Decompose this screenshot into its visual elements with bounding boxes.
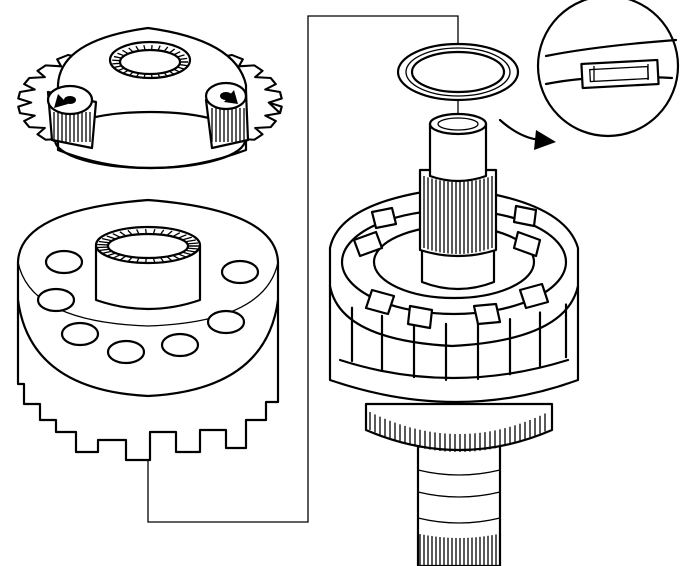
ring-gear-drum xyxy=(16,198,280,462)
carrier-hub-bore xyxy=(118,48,182,76)
drum-splined-hub xyxy=(94,225,202,311)
thrust-washer xyxy=(396,42,520,102)
lower-shaft xyxy=(416,440,502,566)
washer-detail-inset xyxy=(536,0,680,138)
bracket-line xyxy=(147,15,459,523)
carrier-hub-splines xyxy=(112,44,188,80)
bottom-ring-gear xyxy=(364,402,554,452)
input-shaft-assembly xyxy=(328,112,580,566)
central-shaft xyxy=(418,112,498,291)
pinion-left xyxy=(46,84,98,150)
drum-shell xyxy=(16,198,280,462)
detail-arrow xyxy=(498,118,556,150)
drum-face-edge xyxy=(16,298,280,398)
drum-holes xyxy=(36,249,260,365)
planetary-carrier xyxy=(17,26,283,170)
drum-top-edge xyxy=(17,261,279,327)
sprag-tabs xyxy=(352,204,550,330)
pinion-right xyxy=(204,81,250,150)
